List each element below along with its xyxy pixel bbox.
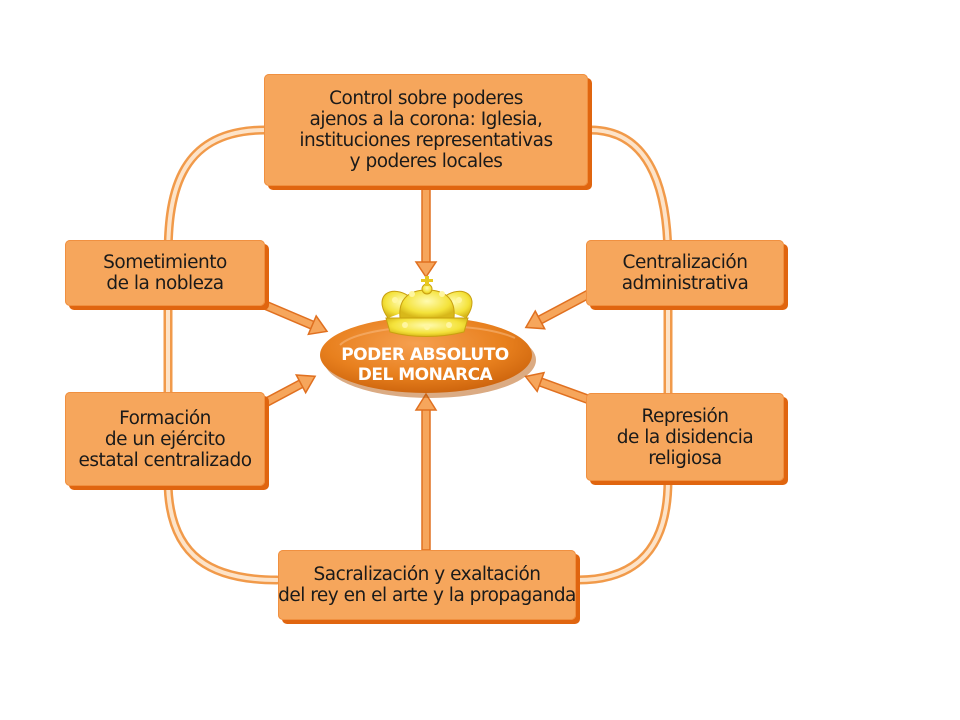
box-line: Centralización [622, 252, 748, 273]
box-line: Control sobre poderes [329, 88, 523, 109]
box-control-poderes: Control sobre poderes ajenos a la corona… [264, 74, 588, 186]
box-line: ajenos a la corona: Iglesia, [309, 109, 543, 130]
center-title: PODER ABSOLUTO DEL MONARCA [322, 340, 528, 390]
center-title-line: PODER ABSOLUTO [341, 345, 509, 365]
box-line: administrativa [621, 273, 749, 294]
box-line: estatal centralizado [78, 449, 252, 471]
box-line: y poderes locales [349, 151, 503, 172]
arrow-top [414, 187, 438, 279]
box-line: instituciones representativas [299, 130, 553, 151]
box-line: de la disidencia [616, 426, 754, 448]
center-ellipse [320, 317, 536, 398]
box-represion-disidencia: Represión de la disidencia religiosa [586, 393, 784, 481]
box-line: Represión [641, 405, 729, 427]
box-formacion-ejercito: Formación de un ejército estatal central… [65, 392, 265, 486]
box-line: de la nobleza [106, 273, 224, 294]
box-line: de un ejército [104, 428, 226, 450]
box-centralizacion-administrativa: Centralización administrativa [586, 240, 784, 306]
box-sometimiento-nobleza: Sometimiento de la nobleza [65, 240, 265, 306]
crown-icon [381, 276, 473, 337]
center-title-line: DEL MONARCA [357, 365, 493, 385]
box-line: religiosa [648, 447, 722, 469]
box-line: Sacralización y exaltación [313, 564, 541, 585]
box-line: Sometimiento [103, 252, 227, 273]
arrow-bottom [414, 392, 438, 551]
box-sacralizacion-rey: Sacralización y exaltación del rey en el… [278, 550, 576, 620]
box-line: del rey en el arte y la propaganda [278, 585, 576, 606]
box-line: Formación [119, 407, 211, 429]
